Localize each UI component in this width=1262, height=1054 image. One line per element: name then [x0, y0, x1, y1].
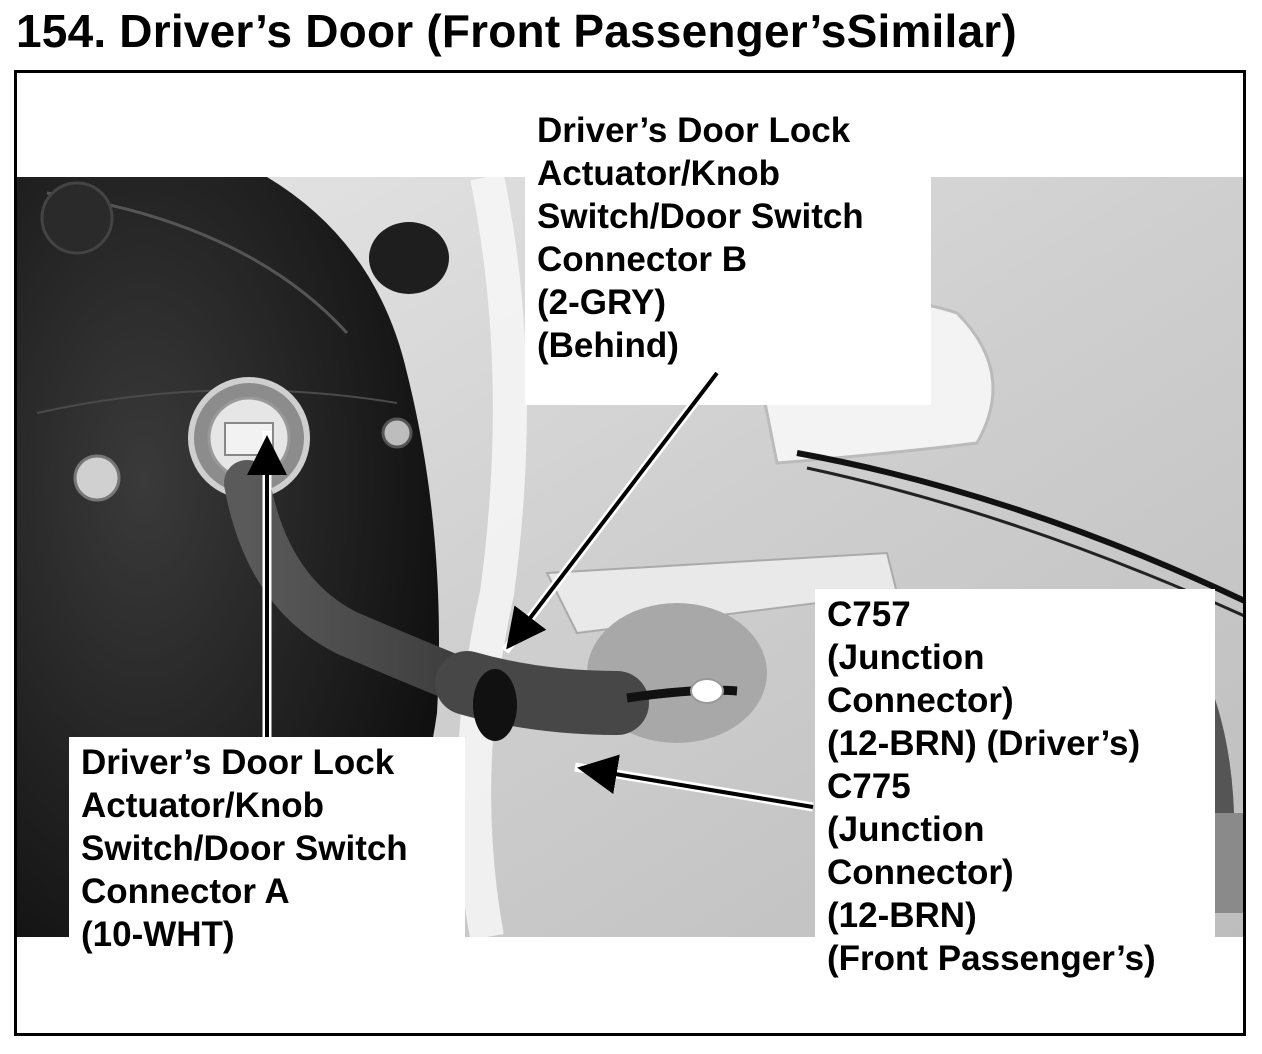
diagram-frame: Driver’s Door Lock Actuator/Knob Switch/…	[14, 70, 1246, 1036]
callout-c-line: (12-BRN) (Driver’s)	[827, 724, 1141, 763]
callout-a-line: Connector A	[81, 872, 290, 911]
callout-c-line: C757	[827, 595, 911, 634]
callout-a-line: Driver’s Door Lock	[81, 743, 395, 782]
callout-b-line: (2-GRY)	[537, 283, 666, 322]
callout-a-line: Switch/Door Switch	[81, 829, 408, 868]
callout-junction-connectors: C757 (Junction Connector) (12-BRN) (Driv…	[815, 589, 1215, 1033]
callout-connector-b: Driver’s Door Lock Actuator/Knob Switch/…	[525, 105, 931, 405]
callout-c-line: (Front Passenger’s)	[827, 939, 1156, 978]
callout-b-line: Switch/Door Switch	[537, 197, 864, 236]
callout-a-line: Actuator/Knob	[81, 786, 325, 825]
callout-a-line: (10-WHT)	[81, 915, 235, 954]
callout-c-line: (12-BRN)	[827, 896, 977, 935]
callout-c-line: (Junction	[827, 810, 985, 849]
sealant-strip	[457, 173, 527, 941]
screw-icon	[73, 454, 121, 502]
callout-c-line: Connector)	[827, 681, 1014, 720]
callout-b-line: Connector B	[537, 240, 747, 279]
callout-c-line: C775	[827, 767, 911, 806]
access-hole	[369, 222, 449, 294]
callout-connector-a: Driver’s Door Lock Actuator/Knob Switch/…	[69, 737, 465, 1033]
callout-c-line: Connector)	[827, 853, 1014, 892]
page-title: 154. Driver’s Door (Front Passenger’sSim…	[16, 5, 1017, 57]
callout-b-line: Driver’s Door Lock	[537, 111, 851, 150]
junction-connector	[473, 669, 517, 741]
callout-b-line: (Behind)	[537, 326, 679, 365]
callout-c-line: (Junction	[827, 638, 985, 677]
callout-b-line: Actuator/Knob	[537, 154, 781, 193]
